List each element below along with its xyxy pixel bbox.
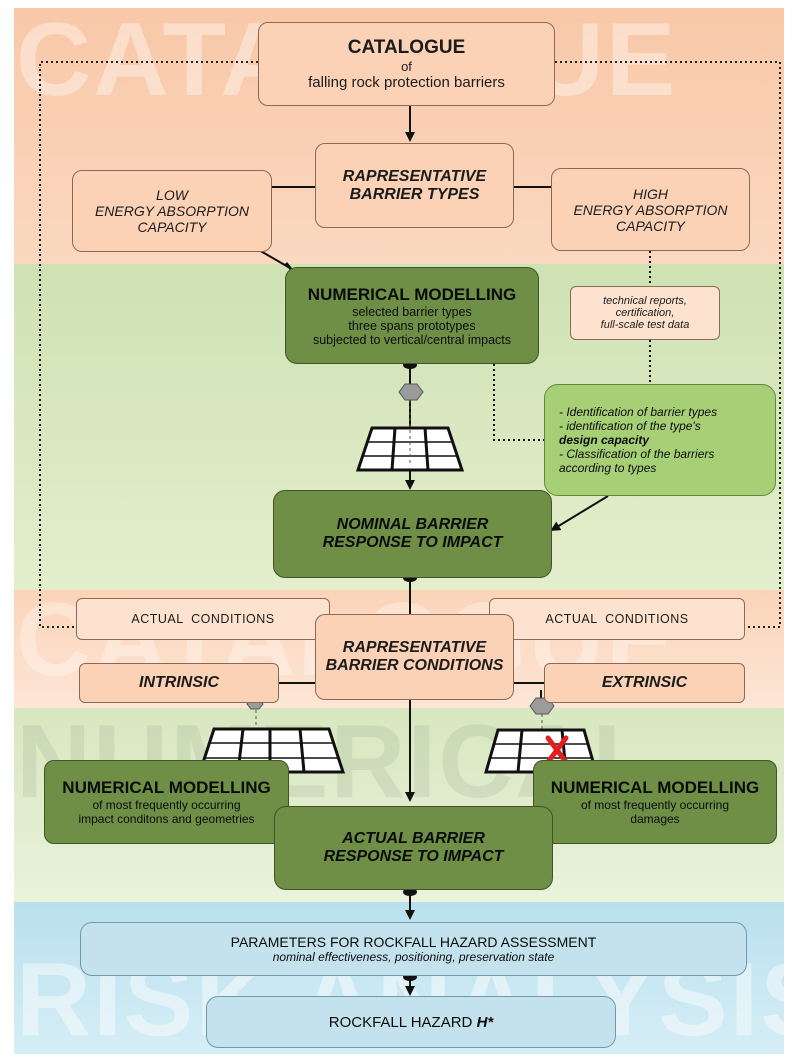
numerical-modelling-right-box: NUMERICAL MODELLING of most frequently o… (533, 760, 777, 844)
high-energy-line3: CAPACITY (616, 217, 685, 234)
num-model-1-line2: selected barrier types (352, 304, 472, 319)
impact-block-icon (398, 383, 424, 401)
actual-conditions-left: ACTUAL CONDITIONS (76, 598, 330, 640)
representative-barrier-types-box: RAPRESENTATIVE BARRIER TYPES (315, 143, 514, 228)
catalogue-box: CATALOGUE of falling rock protection bar… (258, 22, 555, 106)
numerical-modelling-left-box: NUMERICAL MODELLING of most frequently o… (44, 760, 289, 844)
actual-conditions-right-label: ACTUAL CONDITIONS (545, 612, 689, 626)
catalogue-title: CATALOGUE (347, 37, 466, 58)
low-energy-line2: ENERGY ABSORPTION (94, 203, 250, 219)
num-model-left-title: NUMERICAL MODELLING (62, 778, 271, 797)
dotted-frame-line (39, 61, 258, 628)
nominal-line2: RESPONSE TO IMPACT (322, 534, 503, 551)
low-energy-line3: CAPACITY (137, 219, 207, 235)
nominal-barrier-response-box: NOMINAL BARRIER RESPONSE TO IMPACT (273, 490, 552, 578)
low-energy-box: LOW ENERGY ABSORPTION CAPACITY (72, 170, 272, 252)
low-energy-line1: LOW (156, 187, 188, 203)
identification-line5: according to types (559, 461, 657, 475)
rockfall-hazard-box: ROCKFALL HAZARD H* (206, 996, 616, 1048)
dotted-frame-line-right (555, 61, 781, 628)
high-energy-line1: HIGH (633, 185, 668, 202)
identification-box: - Identification of barrier types - iden… (544, 384, 776, 496)
hazard-symbol: H* (476, 1013, 494, 1031)
hazard-label: ROCKFALL HAZARD (328, 1013, 477, 1031)
num-model-left-line2: of most frequently occurring (92, 798, 241, 812)
catalogue-of: of (401, 59, 412, 74)
tech-reports-line3: full-scale test data (600, 319, 690, 331)
intrinsic-box: INTRINSIC (79, 663, 279, 703)
rep-types-line1: RAPRESENTATIVE (342, 167, 487, 185)
tech-reports-line1: technical reports, (603, 295, 687, 307)
actual-response-line2: RESPONSE TO IMPACT (323, 848, 504, 865)
high-energy-box: HIGH ENERGY ABSORPTION CAPACITY (551, 168, 750, 251)
identification-line4: - Classification of the barriers (559, 447, 715, 461)
catalogue-subtitle: falling rock protection barriers (308, 74, 505, 91)
rep-types-line2: BARRIER TYPES (349, 185, 480, 203)
parameters-title: PARAMETERS FOR ROCKFALL HAZARD ASSESSMEN… (230, 934, 597, 950)
num-model-right-title: NUMERICAL MODELLING (550, 778, 760, 797)
parameters-subtitle: nominal effectiveness, positioning, pres… (272, 950, 555, 964)
extrinsic-box: EXTRINSIC (544, 663, 745, 703)
representative-barrier-conditions-box: RAPRESENTATIVE BARRIER CONDITIONS (315, 614, 514, 700)
identification-line1: - Identification of barrier types (559, 405, 718, 419)
rep-conditions-line1: RAPRESENTATIVE (342, 639, 487, 656)
intrinsic-label: INTRINSIC (139, 674, 219, 691)
high-energy-line2: ENERGY ABSORPTION (573, 201, 728, 218)
actual-response-line1: ACTUAL BARRIER (342, 830, 485, 847)
extrinsic-label: EXTRINSIC (601, 674, 688, 691)
num-model-1-title: NUMERICAL MODELLING (307, 284, 517, 304)
nominal-line1: NOMINAL BARRIER (336, 516, 489, 533)
rep-conditions-line2: BARRIER CONDITIONS (325, 657, 504, 674)
parameters-box: PARAMETERS FOR ROCKFALL HAZARD ASSESSMEN… (80, 922, 747, 976)
tech-reports-line2: certification, (615, 307, 675, 319)
actual-barrier-response-box: ACTUAL BARRIER RESPONSE TO IMPACT (274, 806, 553, 890)
num-model-1-line3: three spans prototypes (348, 318, 476, 333)
num-model-right-line2: of most frequently occurring (580, 798, 730, 812)
numerical-modelling-box: NUMERICAL MODELLING selected barrier typ… (285, 267, 539, 364)
actual-conditions-left-label: ACTUAL CONDITIONS (131, 612, 275, 626)
damage-x-mark (545, 735, 569, 765)
num-model-right-line3: damages (630, 812, 680, 826)
num-model-left-line3: impact conditons and geometries (78, 812, 255, 826)
num-model-1-line4: subjected to vertical/central impacts (312, 332, 511, 347)
identification-line2: - identification of the type's (559, 419, 701, 433)
actual-conditions-right: ACTUAL CONDITIONS (489, 598, 745, 640)
technical-reports-box: technical reports, certification, full-s… (570, 286, 720, 340)
identification-line3: design capacity (559, 433, 650, 447)
